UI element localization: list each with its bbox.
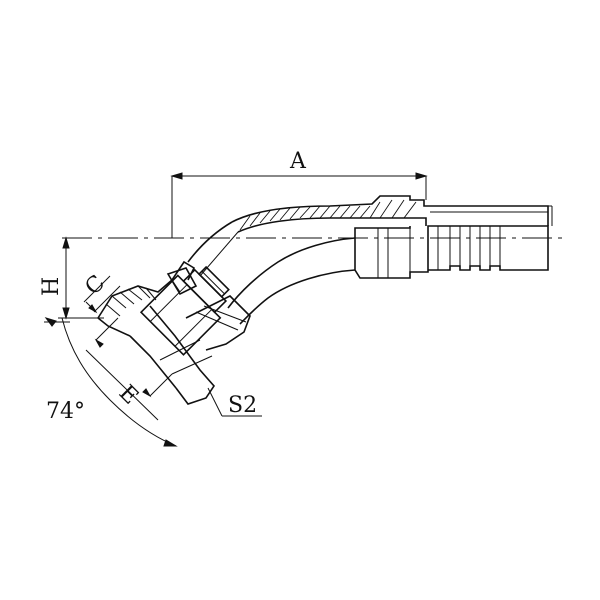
- label-e: E: [114, 381, 143, 410]
- label-angle: 74°: [46, 399, 85, 424]
- hex-nut: [139, 265, 230, 356]
- dimension-e: [85, 317, 173, 421]
- dimension-c: [83, 275, 121, 314]
- angle-arc: [44, 317, 178, 447]
- bent-elbow: [187, 221, 356, 325]
- label-c: C: [81, 271, 111, 301]
- s2-leader: [207, 387, 262, 417]
- label-a: A: [289, 149, 307, 174]
- dimension-h: [58, 236, 104, 320]
- label-h: H: [39, 277, 64, 296]
- hose-tail: [231, 195, 553, 279]
- dimension-a: [170, 172, 428, 238]
- section-hatching: [239, 199, 417, 231]
- label-s2: S2: [228, 393, 257, 418]
- nose-cone: [97, 260, 251, 405]
